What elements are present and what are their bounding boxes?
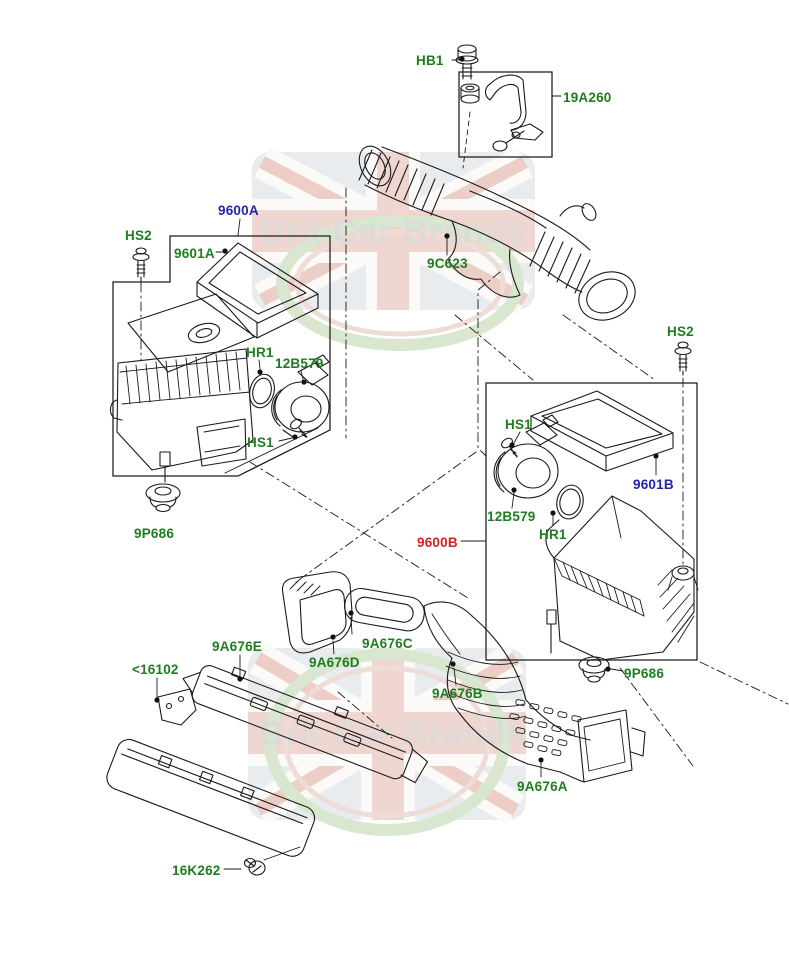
part-label-16k262: 16K262 [172,863,221,878]
hex-grille-pattern [509,699,582,757]
part-label-hb1: HB1 [416,53,444,68]
air-filter-element-9601A-sketch [196,242,319,339]
roundel-ring [276,215,524,351]
duct-segment-9A676C-sketch [344,587,425,632]
airbox-housing-9600A-sketch [109,293,255,483]
part-label-hr1-left: HR1 [246,345,274,360]
leader-lines [154,56,659,870]
part-label-hs1-left: HS1 [247,435,274,450]
part-label-12b579-left: 12B579 [275,356,324,371]
part-label-9600a: 9600A [218,203,259,218]
front-panel-16102-sketch [106,688,316,857]
part-label-16102: <16102 [132,662,179,677]
group-box-9600A [112,235,331,477]
o-ring-hr1-right-sketch [556,484,584,520]
duct-elbow-9A676D-sketch [281,571,353,654]
maf-sensor-12B579-right-sketch [493,414,559,499]
part-label-hs2-right: HS2 [667,324,694,339]
bolt-hb1-sketch [455,44,479,80]
construction-lines [140,111,789,767]
grommet-9P686-right-sketch [578,656,610,683]
part-label-9601a: 9601A [174,246,215,261]
rubber-bushing-sketch [460,83,480,104]
group-box-19A260 [458,71,553,158]
part-label-9a676b: 9A676B [432,686,483,701]
part-label-12b579-right: 12B579 [487,509,536,524]
part-label-9a676e: 9A676E [212,639,262,654]
part-label-hs1-right: HS1 [505,417,532,432]
part-label-9p686-left: 9P686 [134,526,174,541]
grommet-9P686-left-sketch [145,483,181,513]
maf-sensor-12B579-left-sketch [271,354,330,438]
roundel-ring [264,648,510,836]
air-filter-element-9601B-sketch [530,390,674,472]
part-label-9601b: 9601B [633,477,674,492]
part-label-9600b: 9600B [417,535,458,550]
watermark-logo-top: Brit Car Brands [252,146,535,351]
intake-duct-9A676E-sketch [182,665,429,784]
part-label-9p686-right: 9P686 [624,666,664,681]
airbox-housing-9600B-sketch [545,495,699,661]
part-label-19a260: 19A260 [563,90,612,105]
screw-hs1-right-sketch [501,437,518,458]
screw-hs2-left-sketch [132,247,150,282]
air-intake-hose-sketch [358,145,636,321]
part-label-9a676a: 9A676A [517,779,568,794]
intake-snorkel-9A676B-9A676A-sketch [423,601,646,783]
part-label-hs2-left: HS2 [125,228,152,243]
watermark-text-top: Brit Car Brands [260,213,526,251]
clip-16K262-sketch [243,857,266,876]
part-label-9a676d: 9A676D [309,655,360,670]
part-label-9c623: 9C623 [427,256,468,271]
o-ring-hr1-left-sketch [249,373,275,409]
part-labels: HB1 19A260 9600A HS2 9601A HR1 12B579 HS… [125,53,694,878]
bracket-19A260-sketch [484,74,544,152]
part-label-hr1-right: HR1 [539,527,567,542]
screw-hs2-right-sketch [674,341,692,376]
part-label-9a676c: 9A676C [362,636,413,651]
screw-hs1-left-sketch [290,418,308,438]
